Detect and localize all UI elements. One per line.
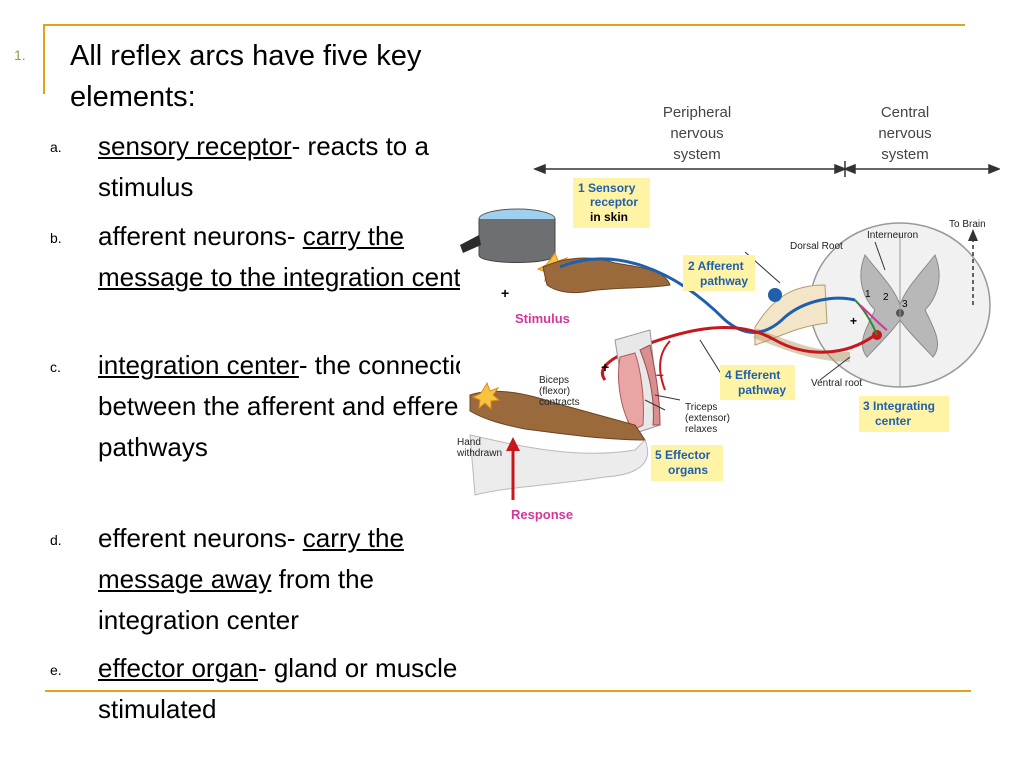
dorsal-root-label: Dorsal Root [790, 241, 843, 252]
item-term: sensory receptor [98, 131, 292, 161]
list-item: effector organ- gland or muscle stimulat… [98, 648, 460, 730]
number-3: 3 [902, 299, 908, 310]
item-rest: from the integration center [98, 564, 375, 635]
item-term: carry the message away [98, 523, 404, 594]
item-rest: - the connection between the afferent an… [98, 350, 460, 462]
minus-sign: – [656, 366, 664, 382]
list-item: afferent neurons- carry the message to t… [98, 216, 460, 298]
svg-text:in skin: in skin [590, 210, 628, 224]
list-item: efferent neurons- carry the message away… [98, 518, 460, 641]
interneuron-inhibitory [859, 304, 888, 331]
number-2: 2 [883, 292, 889, 303]
item-rest: - gland or muscle stimulated [98, 653, 458, 724]
efferent-pathway-line [601, 326, 876, 381]
plus-sign: + [501, 285, 509, 301]
item-term: effector organ [98, 653, 258, 683]
item-term: carry the message to the integration cen… [98, 221, 460, 292]
dorsal-root-ganglion [768, 288, 782, 302]
list-number: 1. [14, 47, 26, 63]
response-label: Response [511, 507, 573, 522]
top-rule [45, 24, 965, 26]
triceps-label: Triceps(extensor)relaxes [685, 402, 730, 435]
hand-stimulus [542, 257, 671, 294]
list-item: sensory receptor- reacts to a stimulus [98, 126, 460, 208]
plus-sign: + [601, 359, 609, 375]
number-1: 1 [865, 289, 871, 300]
text-column: 1. All reflex arcs have five key element… [0, 0, 460, 768]
item-letter: b. [50, 230, 62, 246]
biceps-muscle [617, 352, 644, 431]
item-rest: - reacts to a stimulus [98, 131, 429, 202]
response-arrow [506, 437, 520, 500]
to-brain-arrow [968, 229, 978, 305]
list-item: integration center- the connection betwe… [98, 345, 460, 468]
interneuron-label: Interneuron [867, 230, 918, 241]
ventral-root-label: Ventral root [811, 378, 862, 389]
lead-text: All reflex arcs have five key elements: [70, 40, 422, 113]
stimulus-label: Stimulus [515, 311, 570, 326]
item-pre: efferent neurons- [98, 523, 303, 553]
left-rule [43, 24, 45, 94]
hot-pot-icon [460, 208, 556, 263]
biceps-label: Biceps(flexor)contracts [539, 375, 580, 408]
to-brain-label: To Brain [949, 219, 986, 230]
item-pre: afferent neurons- [98, 221, 303, 251]
item-letter: d. [50, 532, 62, 548]
item-letter: c. [50, 359, 61, 375]
efferent-branch-line [659, 340, 671, 391]
response-burst-icon [471, 381, 501, 411]
item-term: integration center [98, 350, 299, 380]
plus-sign: + [850, 314, 857, 328]
item-letter: a. [50, 139, 62, 155]
interneuron-line [854, 299, 878, 336]
region-arrows [532, 161, 1000, 177]
item-letter: e. [50, 662, 62, 678]
bottom-rule [45, 690, 971, 692]
